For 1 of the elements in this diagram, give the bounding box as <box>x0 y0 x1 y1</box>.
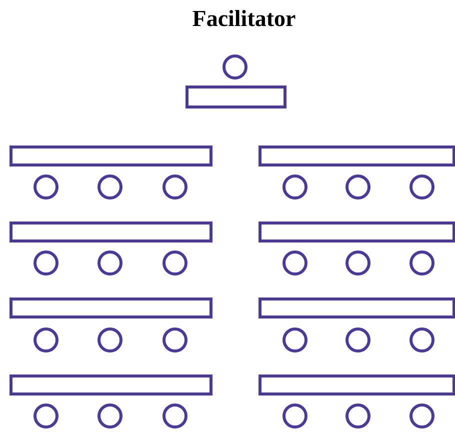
title: Facilitator <box>192 6 296 32</box>
